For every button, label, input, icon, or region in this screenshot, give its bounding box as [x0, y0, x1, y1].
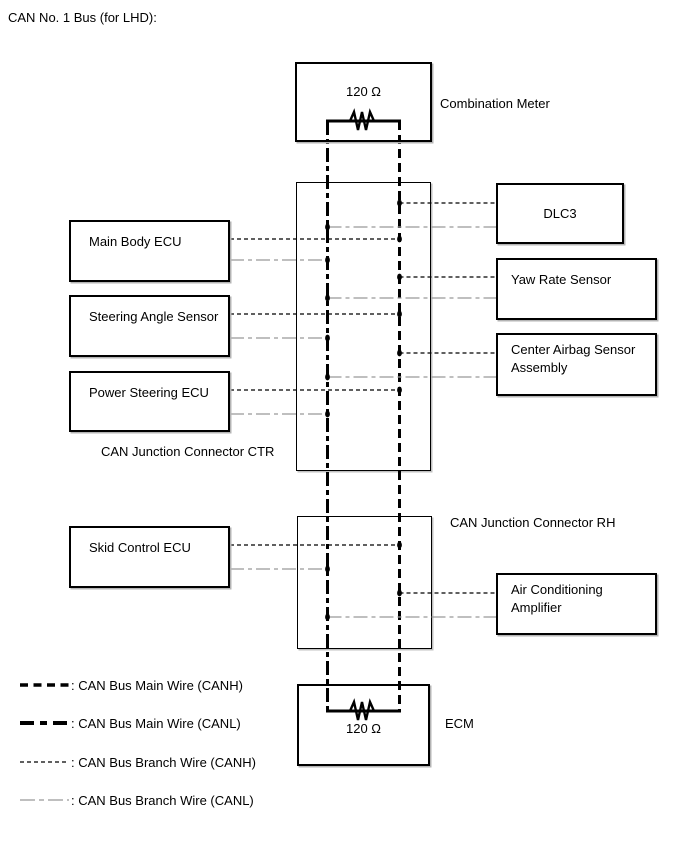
label-junction-ctr: CAN Junction Connector CTR: [101, 444, 275, 459]
node-main-body-ecu: Main Body ECU: [69, 220, 230, 282]
label-junction-rh: CAN Junction Connector RH: [450, 515, 616, 530]
junction-box-rh: [297, 516, 432, 649]
junction-dot: [325, 334, 330, 342]
legend-row-branch-canl: : CAN Bus Branch Wire (CANL): [19, 792, 254, 808]
resistor-icon: [348, 698, 376, 721]
node-yaw-rate-sensor: Yaw Rate Sensor: [496, 258, 657, 320]
junction-dot: [325, 373, 330, 381]
legend-swatch-branch-canh-icon: [20, 761, 69, 763]
legend-row-main-canh: : CAN Bus Main Wire (CANH): [19, 677, 243, 693]
node-power-steering-ecu: Power Steering ECU: [69, 371, 230, 432]
junction-dot: [325, 565, 330, 573]
resistor-icon: [348, 108, 376, 131]
legend-label: : CAN Bus Main Wire (CANH): [71, 677, 243, 693]
legend-label: : CAN Bus Branch Wire (CANH): [71, 754, 256, 770]
node-label: DLC3: [543, 206, 577, 221]
resistance-value-top: 120 Ω: [345, 84, 382, 99]
resistance-value-bottom: 120 Ω: [345, 721, 382, 736]
junction-dot: [397, 235, 402, 243]
legend-label: : CAN Bus Main Wire (CANL): [71, 715, 241, 731]
legend-swatch-branch-canl-icon: [20, 799, 69, 801]
node-label: Yaw Rate Sensor: [511, 272, 612, 287]
node-label: Air Conditioning Amplifier: [511, 582, 603, 615]
junction-dot: [325, 294, 330, 302]
terminator-bottom: [326, 698, 401, 721]
node-dlc3: DLC3: [496, 183, 624, 244]
node-skid-control-ecu: Skid Control ECU: [69, 526, 230, 588]
junction-dot: [397, 386, 402, 394]
node-label: Main Body ECU: [89, 234, 182, 249]
junction-dot: [325, 410, 330, 418]
junction-dot: [397, 349, 402, 357]
junction-dot: [397, 199, 402, 207]
legend-label: : CAN Bus Branch Wire (CANL): [71, 792, 254, 808]
junction-dot: [397, 589, 402, 597]
junction-dot: [397, 273, 402, 281]
node-label: Center Airbag Sensor Assembly: [511, 342, 636, 375]
node-combination-meter: 120 Ω: [295, 62, 432, 142]
node-steering-angle-sensor: Steering Angle Sensor: [69, 295, 230, 357]
legend-row-branch-canh: : CAN Bus Branch Wire (CANH): [19, 754, 256, 770]
junction-dot: [325, 223, 330, 231]
terminator-top: [326, 108, 401, 131]
junction-box-ctr: [296, 182, 431, 471]
node-center-airbag-sensor-assembly: Center Airbag Sensor Assembly: [496, 333, 657, 396]
node-label: Steering Angle Sensor: [89, 309, 219, 324]
junction-dot: [397, 541, 402, 549]
junction-dot: [325, 256, 330, 264]
junction-dot: [397, 310, 402, 318]
legend-row-main-canl: : CAN Bus Main Wire (CANL): [19, 715, 241, 731]
legend-swatch-main-canl-icon: [20, 721, 69, 725]
label-combination-meter: Combination Meter: [440, 96, 550, 111]
junction-dot: [325, 613, 330, 621]
node-air-conditioning-amplifier: Air Conditioning Amplifier: [496, 573, 657, 635]
node-label: Power Steering ECU: [89, 385, 209, 400]
legend-swatch-main-canh-icon: [20, 683, 69, 687]
node-ecm: [297, 684, 430, 766]
diagram-title: CAN No. 1 Bus (for LHD):: [8, 10, 157, 25]
node-label: Skid Control ECU: [89, 540, 191, 555]
label-ecm: ECM: [445, 716, 474, 731]
